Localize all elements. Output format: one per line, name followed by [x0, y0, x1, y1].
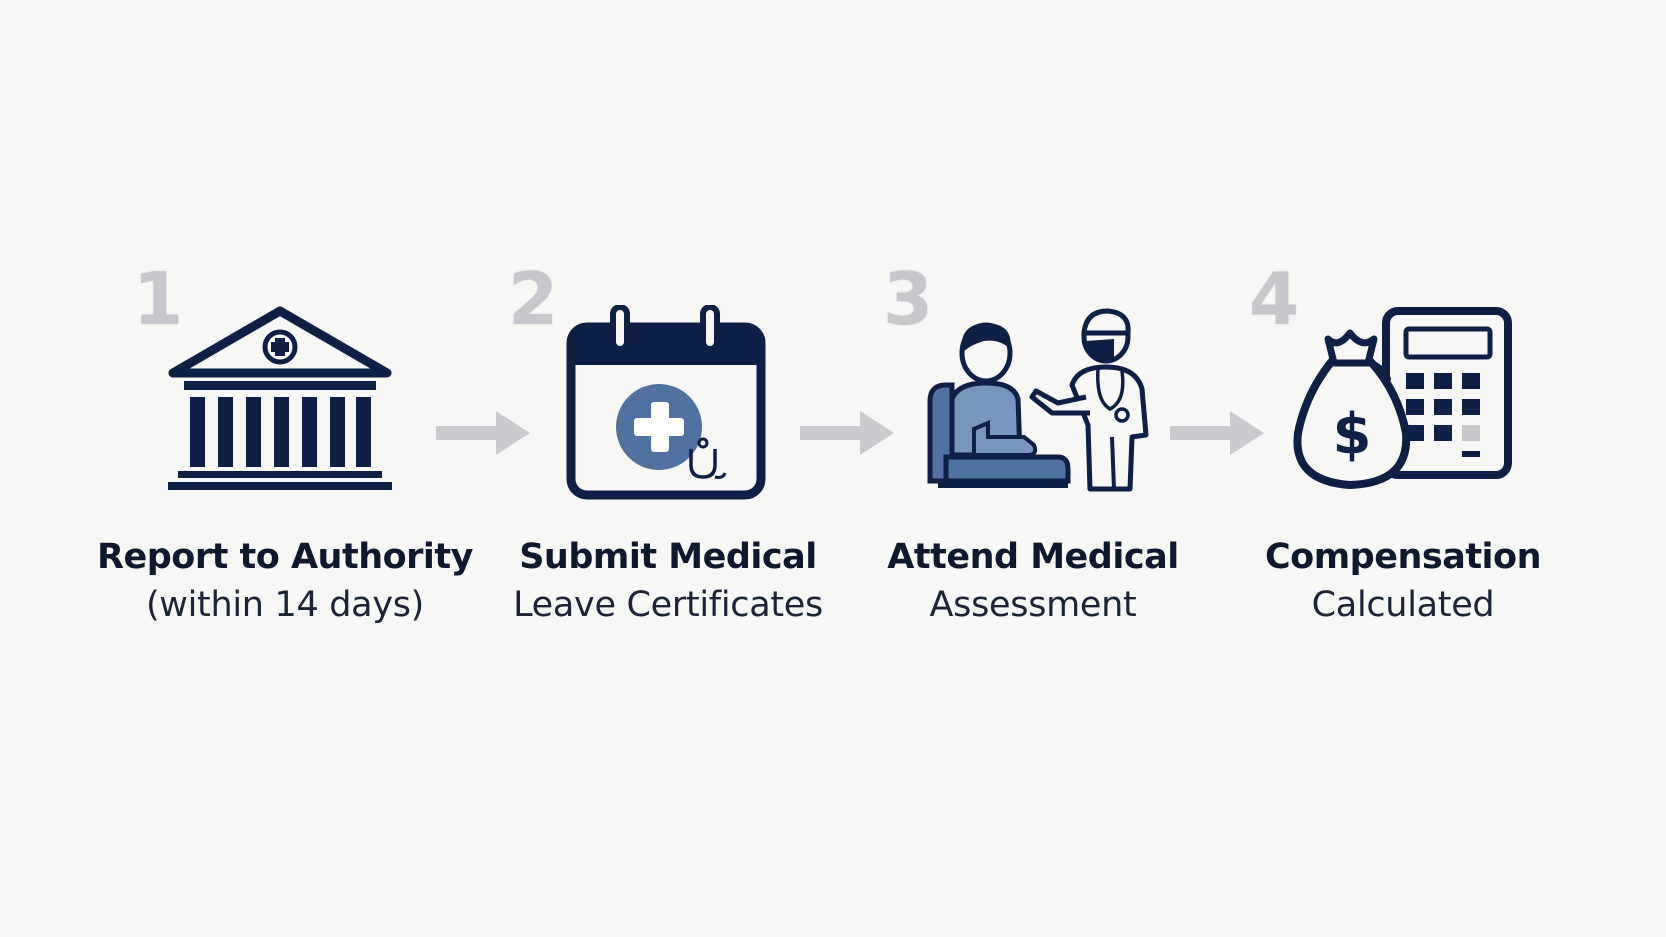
step-subtitle: Leave Certificates — [513, 585, 823, 625]
government-building-icon — [168, 306, 392, 490]
money-calculator-icon: $ — [1293, 307, 1512, 489]
step-4: 4 $ Compensation Calculated — [1213, 255, 1593, 655]
step-subtitle: Assessment — [929, 585, 1137, 625]
arrow-right-icon — [800, 411, 894, 455]
step-3: 3 — [843, 255, 1223, 655]
step-title: Compensation — [1264, 537, 1542, 577]
svg-text:$: $ — [1333, 402, 1372, 467]
step-title: Attend Medical — [887, 537, 1179, 577]
step-1: 1 Report to Authority (within 14 days) — [95, 255, 475, 655]
step-subtitle: (within 14 days) — [145, 585, 425, 625]
calendar-medical-icon — [566, 305, 766, 500]
step-number: 4 — [1249, 257, 1300, 341]
arrow-right-icon — [1170, 411, 1264, 455]
step-number: 2 — [508, 257, 559, 341]
arrow-right-icon — [436, 411, 530, 455]
step-number: 1 — [133, 257, 184, 341]
step-title: Submit Medical — [519, 537, 817, 577]
step-title: Report to Authority — [97, 537, 473, 577]
step-number: 3 — [883, 257, 934, 341]
doctor-patient-icon — [927, 308, 1149, 492]
step-2: 2 Submit Medical Leave Certificates — [478, 255, 858, 655]
step-subtitle: Calculated — [1311, 585, 1495, 625]
